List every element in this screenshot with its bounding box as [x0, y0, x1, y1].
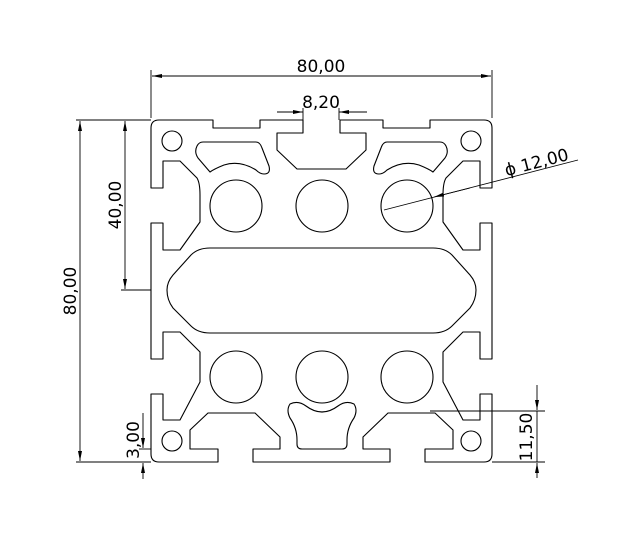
core-hole — [295, 350, 349, 404]
dimension-label: 40,00 — [106, 181, 126, 230]
dimension-hole-diameter: ϕ 12,00 — [383, 145, 579, 211]
dimension-label: 8,20 — [302, 93, 340, 113]
center-cavity — [166, 247, 477, 334]
dimension-slot-opening: 8,20 — [277, 93, 367, 120]
dimension-label: 80,00 — [61, 267, 81, 316]
corner-hole — [460, 130, 482, 152]
dimension-overall-width: 80,00 — [150, 57, 493, 118]
corner-hole — [161, 430, 183, 452]
profile-outline — [150, 119, 493, 463]
dimension-overall-height: 80,00 — [61, 119, 151, 463]
core-hole — [295, 179, 349, 233]
dimension-foot-thickness: 3,00 — [124, 413, 151, 479]
core-hole — [209, 179, 263, 233]
top-right-cavity — [373, 141, 448, 175]
core-hole — [380, 179, 434, 233]
dimension-label: 11,50 — [517, 413, 537, 462]
dimension-label: 3,00 — [124, 421, 144, 459]
core-hole — [209, 350, 263, 404]
dimension-label: 80,00 — [297, 57, 346, 77]
dimension-bottom-offset: 11,50 — [430, 385, 545, 478]
bottom-center-cavity — [287, 401, 357, 450]
top-left-cavity — [195, 141, 270, 175]
corner-hole — [460, 430, 482, 452]
dimension-half-height: 40,00 — [106, 121, 151, 291]
corner-hole — [161, 130, 183, 152]
dimension-label: ϕ 12,00 — [503, 145, 571, 181]
core-hole — [380, 350, 434, 404]
